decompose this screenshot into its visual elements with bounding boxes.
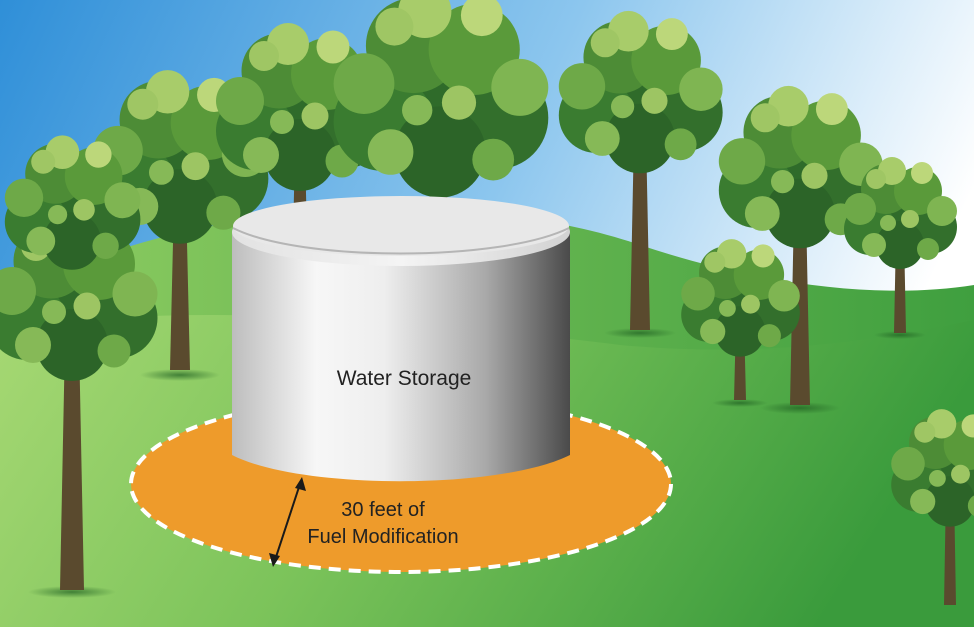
tree-icon (558, 10, 723, 338)
water-storage-tank (232, 196, 570, 482)
tree-icon (0, 135, 158, 598)
clearance-label-line2: Fuel Modification (307, 526, 458, 548)
tree-icon (891, 409, 974, 605)
tree-icon (93, 70, 269, 381)
tree-icon (681, 239, 800, 407)
clearance-label-line1: 30 feet of (341, 499, 425, 521)
double-arrow-icon (269, 477, 306, 567)
tree-icon (844, 157, 957, 339)
tree-icon (718, 85, 883, 414)
tank-label: Water Storage (337, 367, 472, 390)
